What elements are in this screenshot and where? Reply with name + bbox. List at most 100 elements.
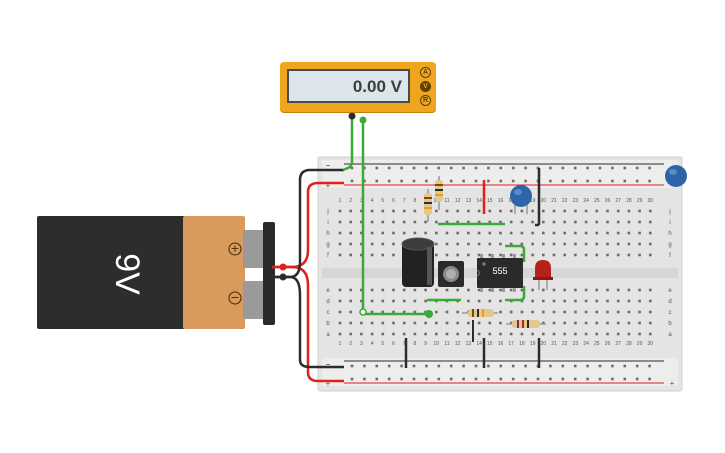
breadboard-hole[interactable] (437, 166, 441, 170)
breadboard-hole[interactable] (381, 288, 385, 292)
breadboard-hole[interactable] (349, 209, 352, 213)
breadboard-hole[interactable] (584, 253, 588, 257)
breadboard-hole[interactable] (561, 377, 565, 381)
breadboard-hole[interactable] (542, 253, 545, 257)
breadboard-hole[interactable] (638, 321, 641, 325)
breadboard-hole[interactable] (349, 220, 352, 224)
breadboard-hole[interactable] (638, 288, 641, 292)
mode-ohmmeter-button[interactable]: R (420, 95, 431, 106)
breadboard-hole[interactable] (413, 220, 417, 224)
breadboard-hole[interactable] (338, 231, 342, 235)
breadboard-hole[interactable] (561, 364, 565, 368)
breadboard-hole[interactable] (400, 377, 403, 381)
breadboard-hole[interactable] (499, 253, 502, 257)
breadboard-hole[interactable] (638, 209, 641, 213)
breadboard-hole[interactable] (477, 231, 481, 235)
breadboard-hole[interactable] (462, 377, 465, 381)
breadboard-hole[interactable] (511, 166, 515, 170)
breadboard-hole[interactable] (574, 288, 577, 292)
breadboard-hole[interactable] (412, 377, 416, 381)
breadboard-hole[interactable] (623, 364, 627, 368)
breadboard-hole[interactable] (499, 299, 502, 303)
breadboard-hole[interactable] (531, 253, 534, 257)
breadboard-hole[interactable] (392, 321, 395, 325)
resistor-r1[interactable] (424, 189, 432, 222)
breadboard-hole[interactable] (424, 220, 427, 224)
breadboard-hole[interactable] (467, 242, 470, 246)
breadboard-hole[interactable] (606, 288, 609, 292)
breadboard-hole[interactable] (649, 253, 652, 257)
breadboard-hole[interactable] (477, 321, 481, 325)
breadboard-hole[interactable] (445, 231, 449, 235)
breadboard-hole[interactable] (349, 310, 352, 314)
breadboard-hole[interactable] (573, 179, 577, 183)
breadboard-hole[interactable] (413, 231, 417, 235)
breadboard-hole[interactable] (413, 321, 417, 325)
breadboard-hole[interactable] (349, 299, 352, 303)
breadboard-hole[interactable] (360, 253, 363, 257)
breadboard-hole[interactable] (648, 364, 651, 368)
breadboard-hole[interactable] (574, 299, 577, 303)
breadboard-hole[interactable] (499, 209, 502, 213)
breadboard-hole[interactable] (474, 179, 478, 183)
breadboard-hole[interactable] (435, 310, 438, 314)
breadboard-hole[interactable] (445, 209, 449, 213)
breadboard-hole[interactable] (435, 231, 438, 235)
breadboard-hole[interactable] (449, 377, 453, 381)
breadboard-hole[interactable] (649, 310, 652, 314)
breadboard-hole[interactable] (595, 231, 599, 235)
breadboard-hole[interactable] (360, 209, 363, 213)
breadboard-hole[interactable] (488, 253, 492, 257)
breadboard-hole[interactable] (611, 364, 614, 368)
breadboard-hole[interactable] (552, 220, 556, 224)
breadboard-hole[interactable] (595, 321, 599, 325)
jumper-wires[interactable] (404, 168, 541, 368)
breadboard-hole[interactable] (509, 288, 513, 292)
breadboard-hole[interactable] (584, 220, 588, 224)
push-button[interactable] (438, 261, 464, 287)
breadboard-hole[interactable] (627, 299, 631, 303)
breadboard-hole[interactable] (520, 253, 524, 257)
breadboard-hole[interactable] (638, 220, 641, 224)
breadboard-hole[interactable] (350, 364, 354, 368)
breadboard-hole[interactable] (574, 209, 577, 213)
breadboard-hole[interactable] (584, 242, 588, 246)
breadboard-hole[interactable] (487, 364, 490, 368)
breadboard-hole[interactable] (392, 332, 395, 336)
breadboard-hole[interactable] (360, 242, 363, 246)
breadboard-hole[interactable] (627, 209, 631, 213)
breadboard-hole[interactable] (649, 299, 652, 303)
breadboard-hole[interactable] (584, 321, 588, 325)
breadboard-hole[interactable] (542, 220, 545, 224)
breadboard-hole[interactable] (638, 242, 641, 246)
breadboard-hole[interactable] (437, 377, 441, 381)
breadboard-hole[interactable] (349, 332, 352, 336)
breadboard-hole[interactable] (413, 299, 417, 303)
breadboard-hole[interactable] (488, 288, 492, 292)
breadboard-hole[interactable] (338, 253, 342, 257)
breadboard-hole[interactable] (552, 288, 556, 292)
breadboard-hole[interactable] (477, 253, 481, 257)
breadboard-hole[interactable] (370, 220, 374, 224)
breadboard-hole[interactable] (381, 242, 385, 246)
ic-555[interactable] (476, 254, 523, 292)
breadboard-hole[interactable] (474, 364, 478, 368)
breadboard-hole[interactable] (595, 253, 599, 257)
breadboard-hole[interactable] (449, 179, 453, 183)
breadboard-hole[interactable] (402, 332, 406, 336)
breadboard-hole[interactable] (563, 299, 566, 303)
breadboard-hole[interactable] (349, 253, 352, 257)
breadboard-hole[interactable] (456, 310, 459, 314)
breadboard-hole[interactable] (563, 209, 566, 213)
breadboard-hole[interactable] (338, 288, 342, 292)
breadboard-hole[interactable] (499, 179, 503, 183)
breadboard-hole[interactable] (477, 209, 481, 213)
breadboard-hole[interactable] (338, 209, 342, 213)
mode-voltmeter-button[interactable]: V (420, 81, 431, 92)
breadboard-hole[interactable] (606, 242, 609, 246)
breadboard-hole[interactable] (595, 242, 599, 246)
breadboard-hole[interactable] (445, 253, 449, 257)
breadboard-hole[interactable] (649, 209, 652, 213)
breadboard-hole[interactable] (402, 288, 406, 292)
breadboard-hole[interactable] (611, 166, 614, 170)
